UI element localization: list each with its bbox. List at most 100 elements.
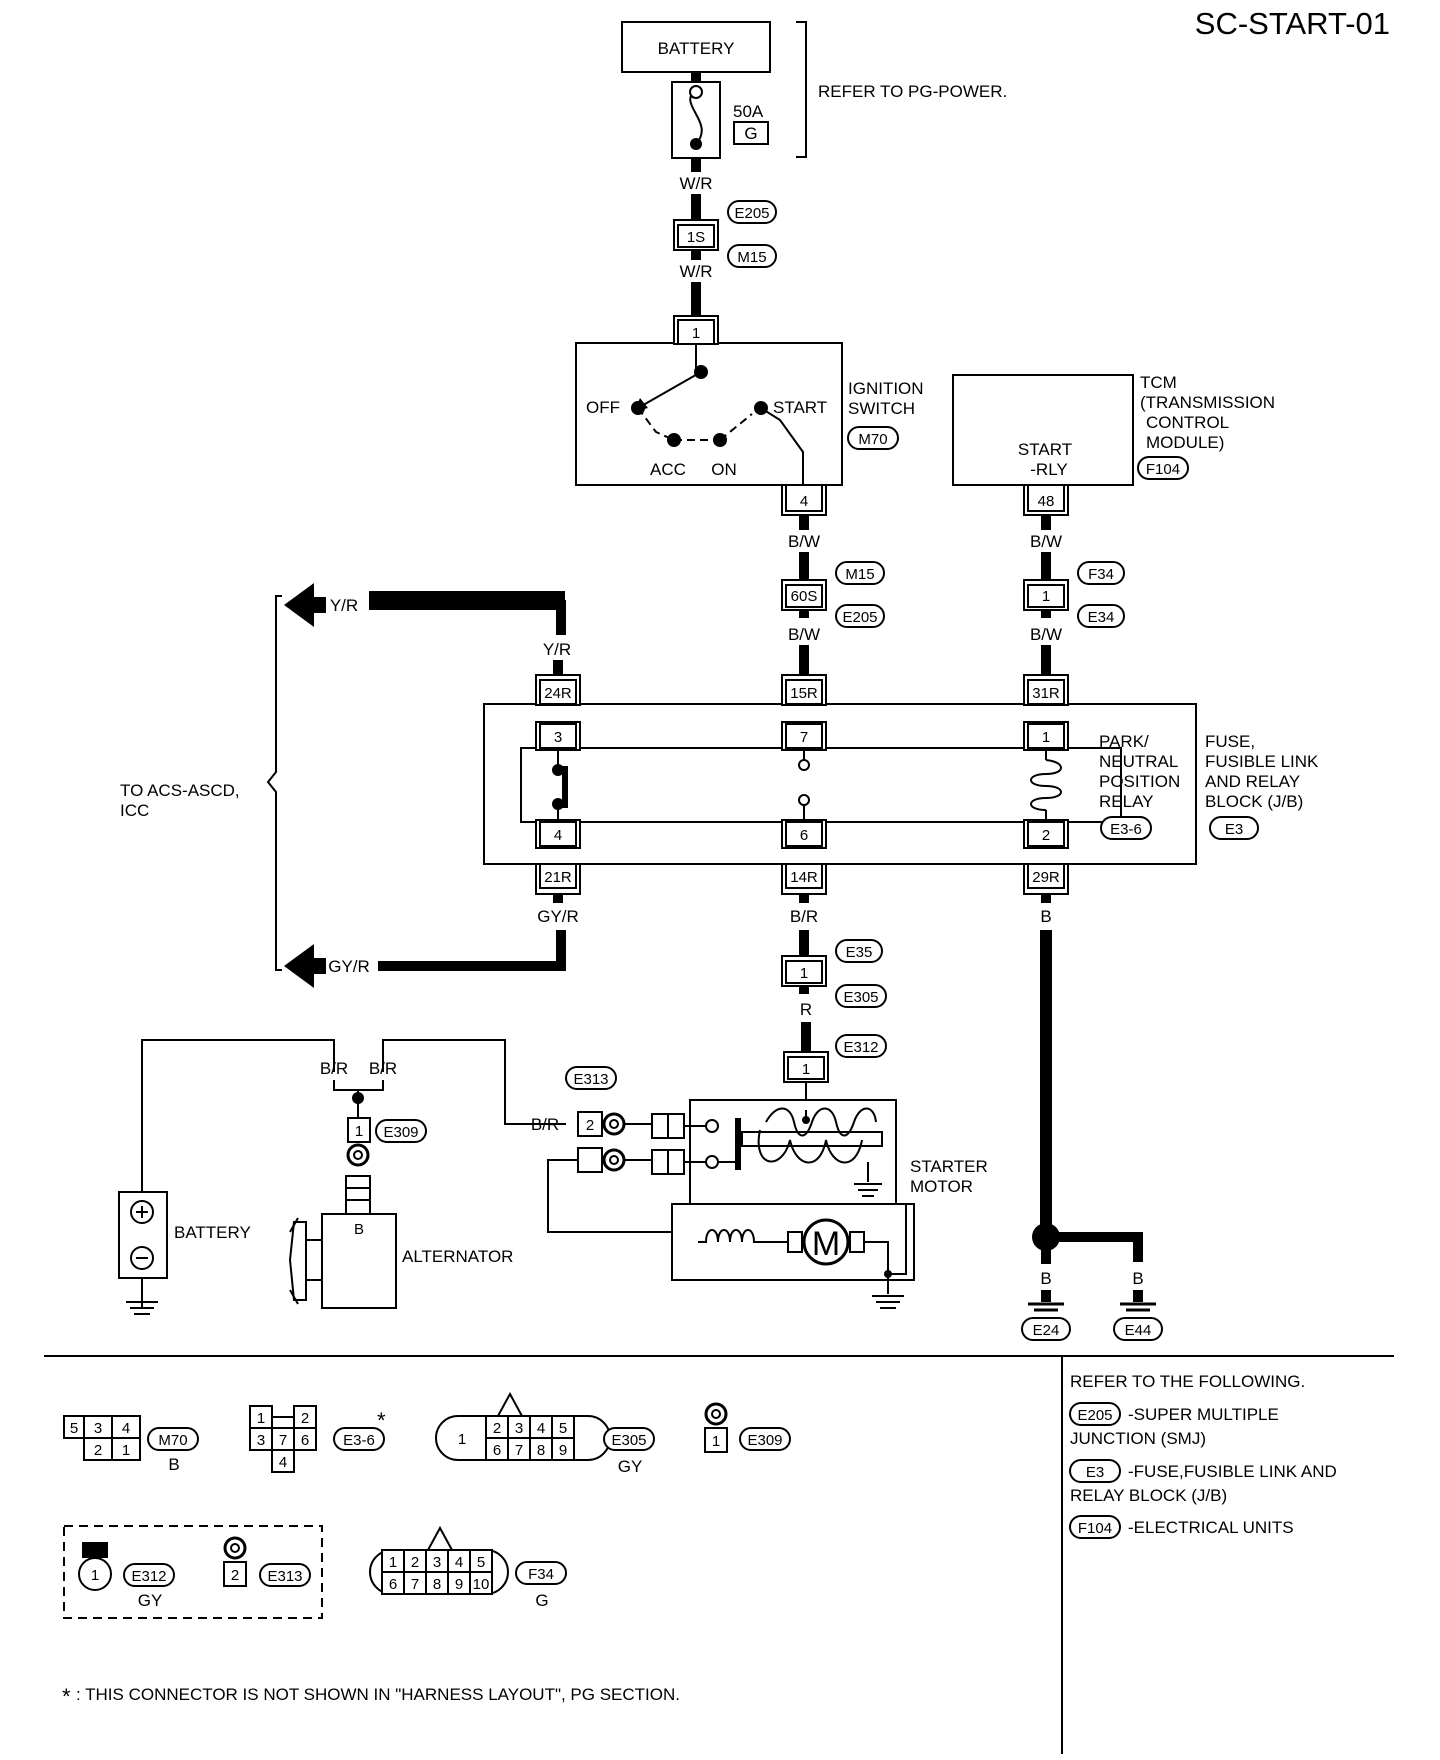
pin-label: 4 — [537, 1420, 545, 1437]
wire-label: Y/R — [330, 596, 358, 615]
connector-tag-e205: E205 — [727, 200, 777, 224]
footnote-text: : THIS CONNECTOR IS NOT SHOWN IN "HARNES… — [76, 1685, 680, 1704]
tcm-title-4: MODULE) — [1146, 433, 1224, 452]
wire-label: B/W — [1030, 532, 1062, 551]
tcm-title-1: TCM — [1140, 373, 1177, 392]
relay-label-4: RELAY — [1099, 792, 1154, 811]
legend-e312-e313: 1 E312 GY 2 E313 — [63, 1525, 323, 1619]
wire-label: B/W — [1030, 625, 1062, 644]
legend-e309: 1 E309 — [704, 1402, 791, 1453]
jb-label-3: AND RELAY — [1205, 772, 1300, 791]
connector-code: M15 — [845, 566, 874, 583]
connector-tag-m15b: M15 — [835, 561, 885, 585]
refer-heading: REFER TO THE FOLLOWING. — [1070, 1372, 1305, 1391]
pin-label: 1 — [122, 1442, 130, 1459]
ign-start-label: START — [773, 398, 827, 417]
wire-label: Y/R — [543, 640, 571, 659]
ign-on-label: ON — [711, 460, 737, 479]
connector-e35-e305: 1 — [781, 955, 827, 987]
to-acs-label-2: ICC — [120, 801, 149, 820]
connector-color: G — [535, 1591, 548, 1610]
wire-label: B/W — [788, 625, 820, 644]
connector-code: M15 — [737, 249, 766, 266]
pin-label: 60S — [791, 588, 818, 605]
connector-tag-e34: E34 — [1077, 604, 1125, 628]
refer-following: REFER TO THE FOLLOWING. E205 -SUPER MULT… — [1069, 1372, 1337, 1539]
pin-label: 6 — [800, 827, 808, 844]
pin-label: 2 — [301, 1410, 309, 1427]
pin-label: 1 — [802, 1061, 810, 1078]
connector-code: F104 — [1146, 461, 1180, 478]
refer-text: -ELECTRICAL UNITS — [1128, 1518, 1294, 1537]
fuse-relay-block: 24R 15R 31R 3 7 1 4 6 2 — [483, 674, 1197, 895]
tcm-start-rly-1: START — [1018, 440, 1072, 459]
to-acs-label-1: TO ACS-ASCD, — [120, 781, 240, 800]
refer-text: RELAY BLOCK (J/B) — [1070, 1486, 1227, 1505]
jb-label-4: BLOCK (J/B) — [1205, 792, 1303, 811]
pin-label: 7 — [411, 1576, 419, 1593]
connector-code: F34 — [528, 1566, 554, 1583]
battery-top-label: BATTERY — [658, 39, 735, 58]
connector-tag-e3-6: E3-6 — [1100, 816, 1152, 840]
pin-label: 4 — [800, 493, 808, 510]
connector-tag-e309: E309 — [375, 1119, 427, 1143]
legend-m70: 5 3 4 2 1 M70 B — [63, 1415, 199, 1474]
alternator: B — [288, 1175, 397, 1309]
refer-pg-power: REFER TO PG-POWER. — [818, 82, 1007, 101]
tcm-title-3: CONTROL — [1146, 413, 1229, 432]
connector-tag-e305: E305 — [835, 984, 887, 1008]
connector-e312: 1 — [783, 1051, 829, 1083]
pin-label: 1 — [91, 1567, 99, 1584]
connector-code: F104 — [1078, 1520, 1112, 1537]
pin-label: 1 — [1042, 588, 1050, 605]
wire-label: R — [800, 1000, 812, 1019]
ignition-switch: 1 OFF ACC ON START — [575, 315, 843, 490]
wire-label: W/R — [679, 262, 712, 281]
pin-label: 1 — [1042, 729, 1050, 746]
relay-label-2: NEUTRAL — [1099, 752, 1178, 771]
pin-label: 5 — [70, 1420, 78, 1437]
motor-symbol: M — [812, 1225, 840, 1263]
connector-code: E309 — [383, 1124, 418, 1141]
pin-label: 1 — [389, 1554, 397, 1571]
starter-label-2: MOTOR — [910, 1177, 973, 1196]
wire-label: B/R — [790, 907, 818, 926]
connector-tag-m15: M15 — [727, 244, 777, 268]
pin-label: 3 — [433, 1554, 441, 1571]
connector-code: E313 — [573, 1071, 608, 1088]
pin-label: 8 — [537, 1442, 545, 1459]
pin-label: 21R — [544, 869, 572, 886]
relay-label-3: POSITION — [1099, 772, 1180, 791]
fuse-code: G — [744, 124, 757, 143]
legend-e305: 1 2 3 4 5 6 7 8 9 E305 GY — [435, 1391, 655, 1476]
pin-label: 7 — [515, 1442, 523, 1459]
footnote-star: * — [62, 1684, 71, 1709]
connector-code: E44 — [1125, 1322, 1152, 1339]
pin-label: 2 — [411, 1554, 419, 1571]
pin-label: 8 — [433, 1576, 441, 1593]
wire-label: B/R — [369, 1059, 397, 1078]
connector-code: M70 — [858, 431, 887, 448]
fusible-link-50a: 50A G — [671, 81, 769, 159]
connector-tag-e205b: E205 — [835, 604, 885, 628]
pin-label: 15R — [790, 685, 818, 702]
pin-label: 3 — [94, 1420, 102, 1437]
wire-label: B — [1040, 907, 1051, 926]
pin-label: 1 — [692, 325, 700, 342]
pin-label: 6 — [301, 1432, 309, 1449]
alternator-label: ALTERNATOR — [402, 1247, 513, 1266]
pin-label: 7 — [279, 1432, 287, 1449]
pin-label: 14R — [790, 869, 818, 886]
relay-label-1: PARK/ — [1099, 732, 1149, 751]
connector-code: E24 — [1033, 1322, 1060, 1339]
connector-e205-m15: 1S — [673, 219, 719, 251]
connector-tag-f34: F34 — [1077, 561, 1125, 585]
pin-label: 2 — [231, 1567, 239, 1584]
ign-off-label: OFF — [586, 398, 620, 417]
wire-label: B — [1132, 1269, 1143, 1288]
pin-label: 4 — [554, 827, 562, 844]
refer-text: -SUPER MULTIPLE — [1128, 1405, 1279, 1424]
connector-code: E3 — [1086, 1464, 1104, 1481]
pin-label: 2 — [1042, 827, 1050, 844]
pin-label: 10 — [473, 1576, 490, 1593]
